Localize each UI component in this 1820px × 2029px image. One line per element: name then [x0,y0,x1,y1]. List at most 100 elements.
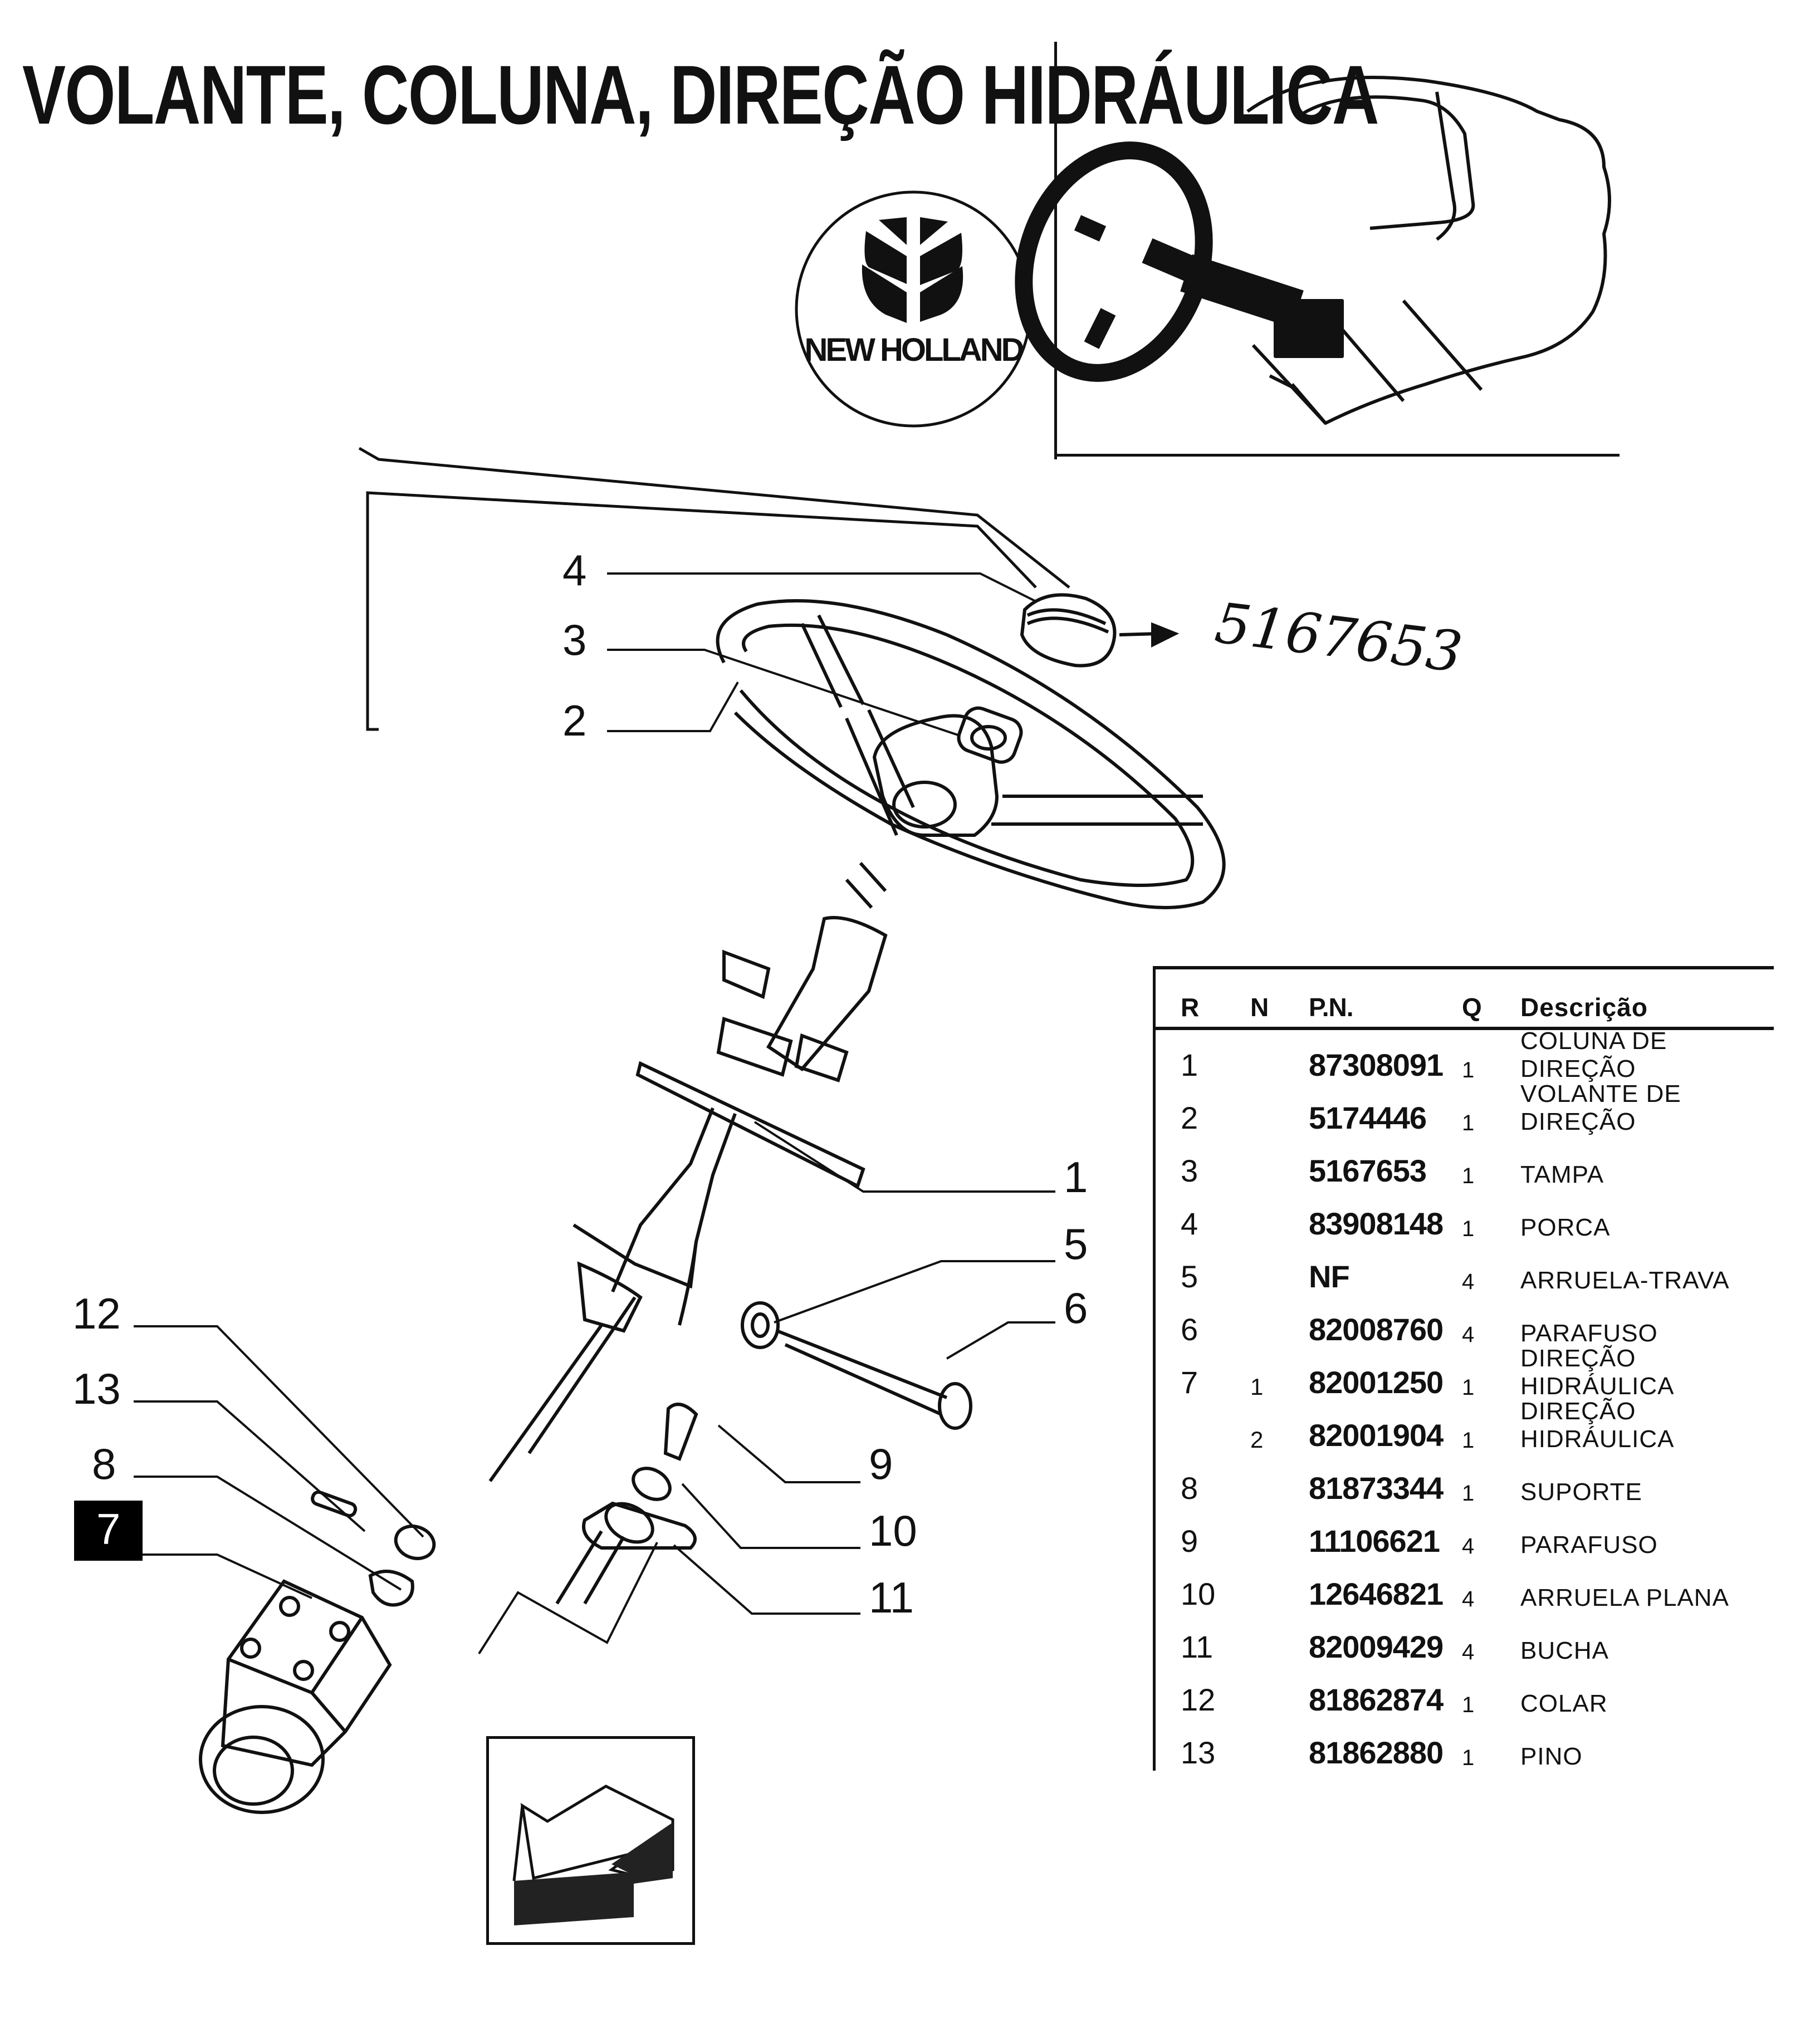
cell-quantity: 1 [1462,1481,1475,1506]
table-row[interactable]: 6 82008760 4 PARAFUSO [1156,1295,1774,1347]
table-row[interactable]: 4 83908148 1 PORCA [1156,1189,1774,1242]
back-navigation-button[interactable] [486,1736,695,1945]
cell-part-number: 82001250 [1309,1365,1444,1400]
cell-r: 1 [1181,1047,1198,1082]
cell-quantity: 4 [1462,1587,1475,1611]
bolt-and-washer-parts [741,1301,972,1430]
cell-quantity: 1 [1462,1111,1475,1135]
callout-13[interactable]: 13 [72,1364,121,1413]
cell-description: VOLANTE DE DIREÇÃO [1520,1080,1681,1135]
cell-r: 5 [1181,1259,1198,1294]
table-row[interactable]: 2 5174446 1 VOLANTE DE DIREÇÃO [1156,1080,1774,1136]
leaf-emblem-icon [862,217,963,323]
header-r: R [1181,993,1200,1022]
cell-quantity: 4 [1462,1640,1475,1664]
header-pn: P.N. [1309,993,1354,1022]
brand-logo-text: NEW HOLLAND [805,332,1024,368]
cell-description: PORCA [1520,1214,1611,1241]
cell-quantity: 1 [1462,1164,1475,1188]
table-row[interactable]: 13 81862880 1 PINO [1156,1718,1774,1771]
callout-7-highlighted[interactable]: 7 [74,1501,143,1561]
cell-description: PARAFUSO [1520,1531,1658,1558]
cell-description: ARRUELA-TRAVA [1520,1267,1730,1294]
leader-lines [134,572,1055,1655]
cell-r: 9 [1181,1523,1198,1558]
table-row[interactable]: 9 11106621 4 PARAFUSO [1156,1506,1774,1559]
header-desc: Descrição [1520,993,1648,1022]
cell-quantity: 4 [1462,1270,1475,1294]
cell-description: PINO [1520,1743,1583,1770]
cell-description: DIREÇÃO HIDRÁULICA [1520,1345,1675,1400]
hydraulic-steering-unit-part [199,1579,392,1814]
group-bracket-lines [358,447,1070,731]
table-header-row: R N P.N. Q Descrição [1156,969,1774,1027]
steering-wheel-part [716,599,1226,909]
cell-r: 2 [1181,1100,1198,1135]
callout-4[interactable]: 4 [562,546,587,595]
callout-11[interactable]: 11 [869,1573,914,1622]
callout-2[interactable]: 2 [562,696,587,745]
collar-pin-support-parts [311,1490,436,1607]
page-title: VOLANTE, COLUNA, DIREÇÃO HIDRÁULICA [22,48,1379,141]
cell-description: PARAFUSO [1520,1320,1658,1347]
cell-r: 13 [1181,1735,1216,1770]
table-top-rule [1156,966,1774,969]
callout-3[interactable]: 3 [562,615,587,664]
cell-description: DIREÇÃO HIDRÁULICA [1520,1398,1675,1453]
cell-part-number: 12646821 [1309,1576,1444,1611]
divider-vertical [1054,42,1057,459]
cell-quantity: 1 [1462,1217,1475,1241]
cell-quantity: 1 [1462,1058,1475,1082]
header-n: N [1250,993,1269,1022]
cell-part-number: 5174446 [1309,1100,1427,1135]
cell-n: 1 [1250,1374,1264,1400]
cell-r: 3 [1181,1153,1198,1188]
cell-quantity: 4 [1462,1534,1475,1558]
cell-quantity: 1 [1462,1428,1475,1453]
cell-description: SUPORTE [1520,1478,1642,1506]
cell-part-number: 11106621 [1309,1523,1440,1558]
cell-part-number: 83908148 [1309,1206,1444,1241]
cell-description: COLAR [1520,1690,1608,1717]
small-hardware-parts [604,1403,698,1544]
header-q: Q [1462,993,1482,1022]
callout-6[interactable]: 6 [1064,1283,1088,1332]
callout-10[interactable]: 10 [869,1506,917,1555]
cell-description: BUCHA [1520,1637,1609,1664]
tractor-overview-illustration [1015,76,1611,425]
callout-9[interactable]: 9 [869,1439,893,1488]
nut-part [957,706,1023,764]
cell-description: COLUNA DE DIREÇÃO [1520,1027,1667,1082]
cell-quantity: 1 [1462,1375,1475,1400]
arrow-back-icon [512,1785,674,1925]
cell-part-number: 82008760 [1309,1312,1444,1347]
cell-part-number: 5167653 [1309,1153,1427,1188]
cell-description: TAMPA [1520,1161,1604,1188]
cell-description: ARRUELA PLANA [1520,1584,1729,1611]
cell-part-number: 81873344 [1309,1471,1444,1506]
cell-quantity: 4 [1462,1322,1475,1347]
cell-r: 6 [1181,1312,1198,1347]
cell-part-number: 81862880 [1309,1735,1444,1770]
callout-1[interactable]: 1 [1064,1153,1088,1202]
new-holland-logo: NEW HOLLAND [795,190,1032,428]
cell-part-number: 81862874 [1309,1682,1444,1717]
cell-r: 12 [1181,1682,1216,1717]
callout-12[interactable]: 12 [72,1289,121,1338]
table-row[interactable]: 3 5167653 1 TAMPA [1156,1136,1774,1189]
cell-r: 4 [1181,1206,1198,1241]
callout-5[interactable]: 5 [1064,1219,1088,1268]
cell-quantity: 1 [1462,1746,1475,1770]
callout-8[interactable]: 8 [92,1439,116,1488]
